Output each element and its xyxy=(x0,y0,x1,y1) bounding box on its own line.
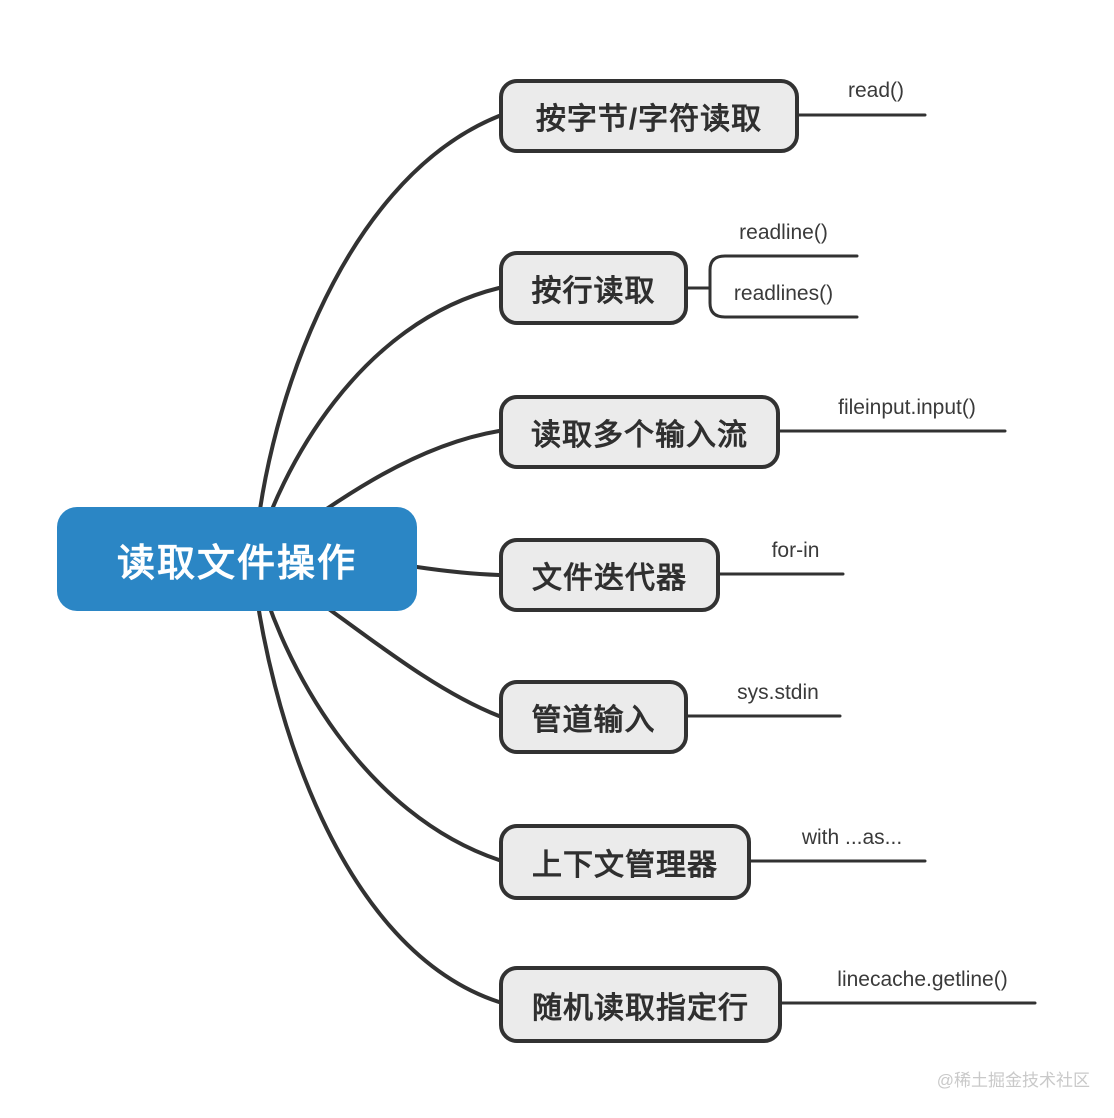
branch-node-label: 随机读取指定行 xyxy=(532,991,749,1025)
branch-node-pipe-input: 管道输入 xyxy=(499,680,688,754)
branch-node-read-by-byte: 按字节/字符读取 xyxy=(499,79,799,153)
edge-root-to-branch-1 xyxy=(253,114,501,560)
branch-node-label: 读取多个输入流 xyxy=(531,419,748,452)
root-node: 读取文件操作 xyxy=(57,507,417,611)
branch-node-label: 上下文管理器 xyxy=(532,849,718,882)
branch-node-read-by-line: 按行读取 xyxy=(499,251,688,325)
leaf-label-for-in: for-in xyxy=(771,539,820,562)
branch-node-random-read-line: 随机读取指定行 xyxy=(499,966,782,1043)
branch-node-label: 文件迭代器 xyxy=(532,562,687,595)
branch-node-label: 管道输入 xyxy=(531,704,656,737)
leaf-label-linecache: linecache.getline() xyxy=(837,968,1008,991)
edge-root-to-branch-4 xyxy=(415,565,501,577)
branch-node-multi-input-stream: 读取多个输入流 xyxy=(499,395,780,469)
watermark: @稀土掘金技术社区 xyxy=(936,1071,1090,1090)
branch-node-label: 按字节/字符读取 xyxy=(535,103,763,136)
leaf-label-fileinput: fileinput.input() xyxy=(838,396,976,419)
leaf-label-readlines: readlines() xyxy=(733,282,834,305)
branch-node-file-iterator: 文件迭代器 xyxy=(499,538,720,612)
leaf-line-readline-bracket xyxy=(708,254,859,319)
branch-node-label: 按行读取 xyxy=(531,275,656,308)
leaf-label-read: read() xyxy=(847,79,905,102)
branch-node-context-manager: 上下文管理器 xyxy=(499,824,751,900)
root-node-label: 读取文件操作 xyxy=(116,542,357,585)
edge-root-to-branch-7 xyxy=(250,558,501,1004)
leaf-label-with-as: with ...as... xyxy=(801,826,903,849)
leaf-label-readline: readline() xyxy=(739,221,828,244)
leaf-label-sys-stdin: sys.stdin xyxy=(737,681,819,704)
